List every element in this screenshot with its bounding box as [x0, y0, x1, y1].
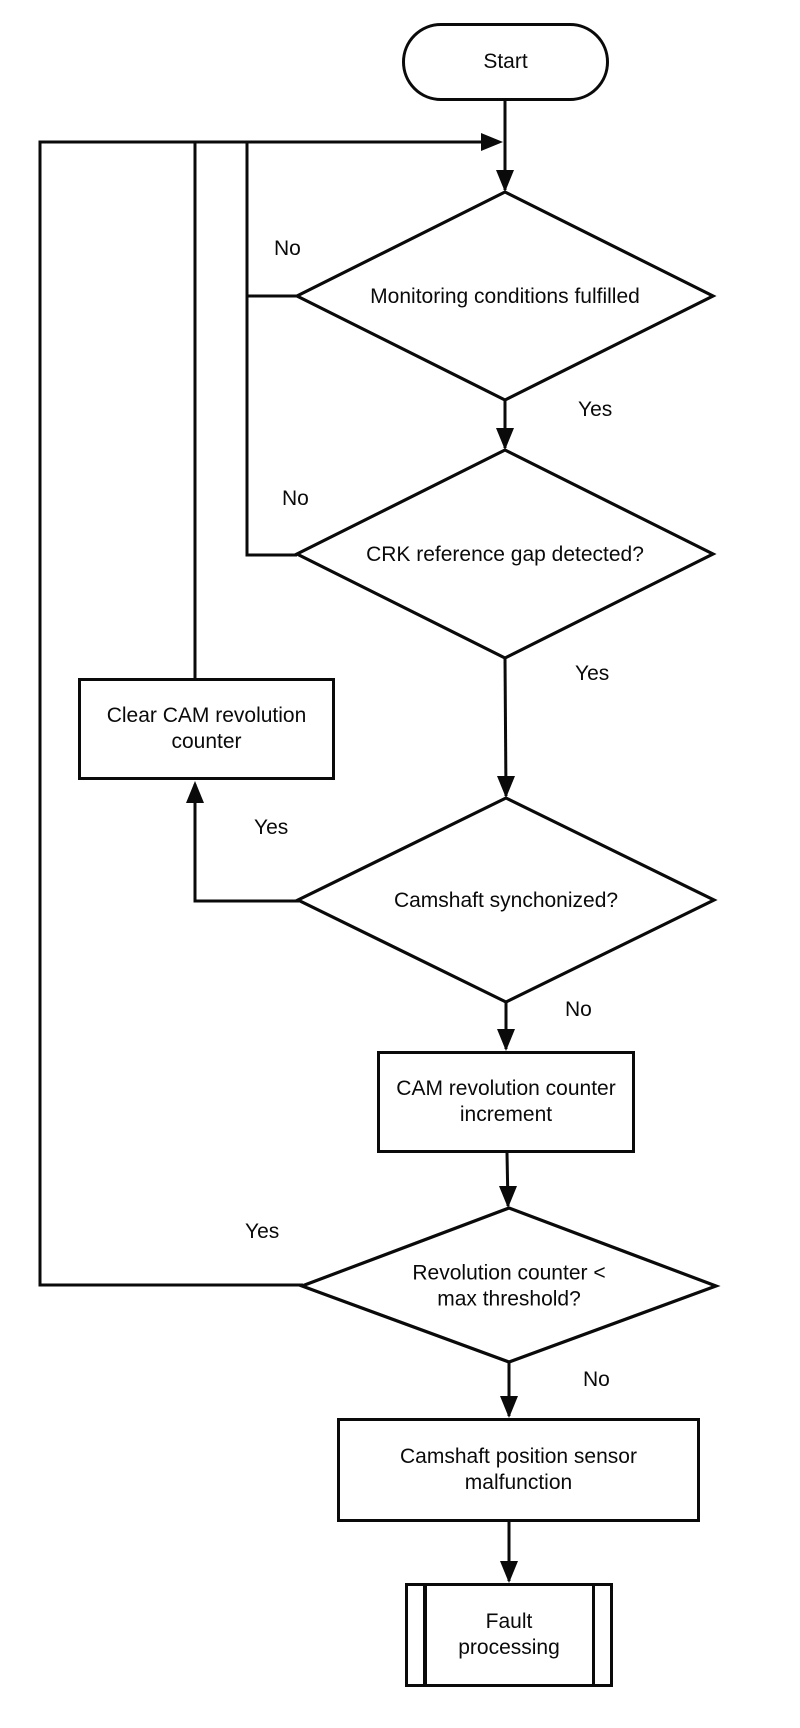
process-camshaft-sensor-malfunction: Camshaft position sensor malfunction	[337, 1418, 700, 1522]
decision-camshaft-synchronized-shape	[294, 796, 718, 1004]
process-cam-counter-increment: CAM revolution counter increment	[377, 1051, 635, 1153]
label-camshaft-no: No	[565, 998, 592, 1021]
start-node: Start	[402, 23, 609, 101]
decision-revolution-counter-shape	[297, 1206, 721, 1364]
decision-monitoring-conditions-label: Monitoring conditions fulfilled	[370, 285, 640, 309]
arrowhead-into-increment	[497, 1029, 515, 1051]
subroutine-right-bar	[591, 1586, 595, 1684]
decision-crk-reference-gap-shape	[293, 448, 717, 660]
label-monitoring-yes: Yes	[578, 398, 613, 421]
label-revolution-yes: Yes	[245, 1220, 280, 1243]
edge-revolution-yes-feedback	[38, 140, 484, 1287]
label-monitoring-no: No	[274, 237, 301, 260]
decision-revolution-counter-label: Revolution counter < max threshold?	[412, 1261, 606, 1310]
label-revolution-no: No	[583, 1368, 610, 1391]
decision-camshaft-synchronized-label: Camshaft synchonized?	[393, 889, 619, 913]
subroutine-fault-processing: Fault processing	[405, 1583, 613, 1687]
edge-crk-no	[245, 296, 297, 557]
decision-crk-reference-gap-label: CRK reference gap detected?	[366, 543, 644, 567]
label-camshaft-yes: Yes	[254, 816, 289, 839]
label-crk-yes: Yes	[575, 662, 610, 685]
arrowhead-into-fault	[500, 1561, 518, 1583]
arrowhead-into-revolution	[499, 1186, 517, 1208]
process-cam-counter-increment-label: CAM revolution counter increment	[396, 1077, 616, 1126]
label-crk-no: No	[282, 487, 309, 510]
arrowhead-into-crk	[496, 428, 514, 450]
arrowhead-into-monitoring	[496, 170, 514, 192]
decision-monitoring-conditions-shape	[293, 190, 717, 402]
arrowhead-feedback-junction	[481, 133, 503, 151]
process-clear-cam-counter-label: Clear CAM revolution counter	[106, 704, 307, 753]
arrowhead-into-malfunction	[500, 1396, 518, 1418]
process-clear-cam-counter: Clear CAM revolution counter	[78, 678, 335, 780]
edge-camshaft-yes	[193, 784, 299, 903]
arrowhead-into-camshaft	[497, 776, 515, 798]
subroutine-left-bar	[423, 1586, 427, 1684]
subroutine-fault-processing-label: Fault processing	[458, 1610, 560, 1659]
process-camshaft-sensor-malfunction-label: Camshaft position sensor malfunction	[400, 1445, 637, 1494]
edge-crk-yes	[503, 657, 508, 797]
start-label: Start	[483, 50, 528, 74]
edge-monitoring-no	[245, 142, 297, 298]
arrowhead-into-clear-cam	[186, 781, 204, 803]
